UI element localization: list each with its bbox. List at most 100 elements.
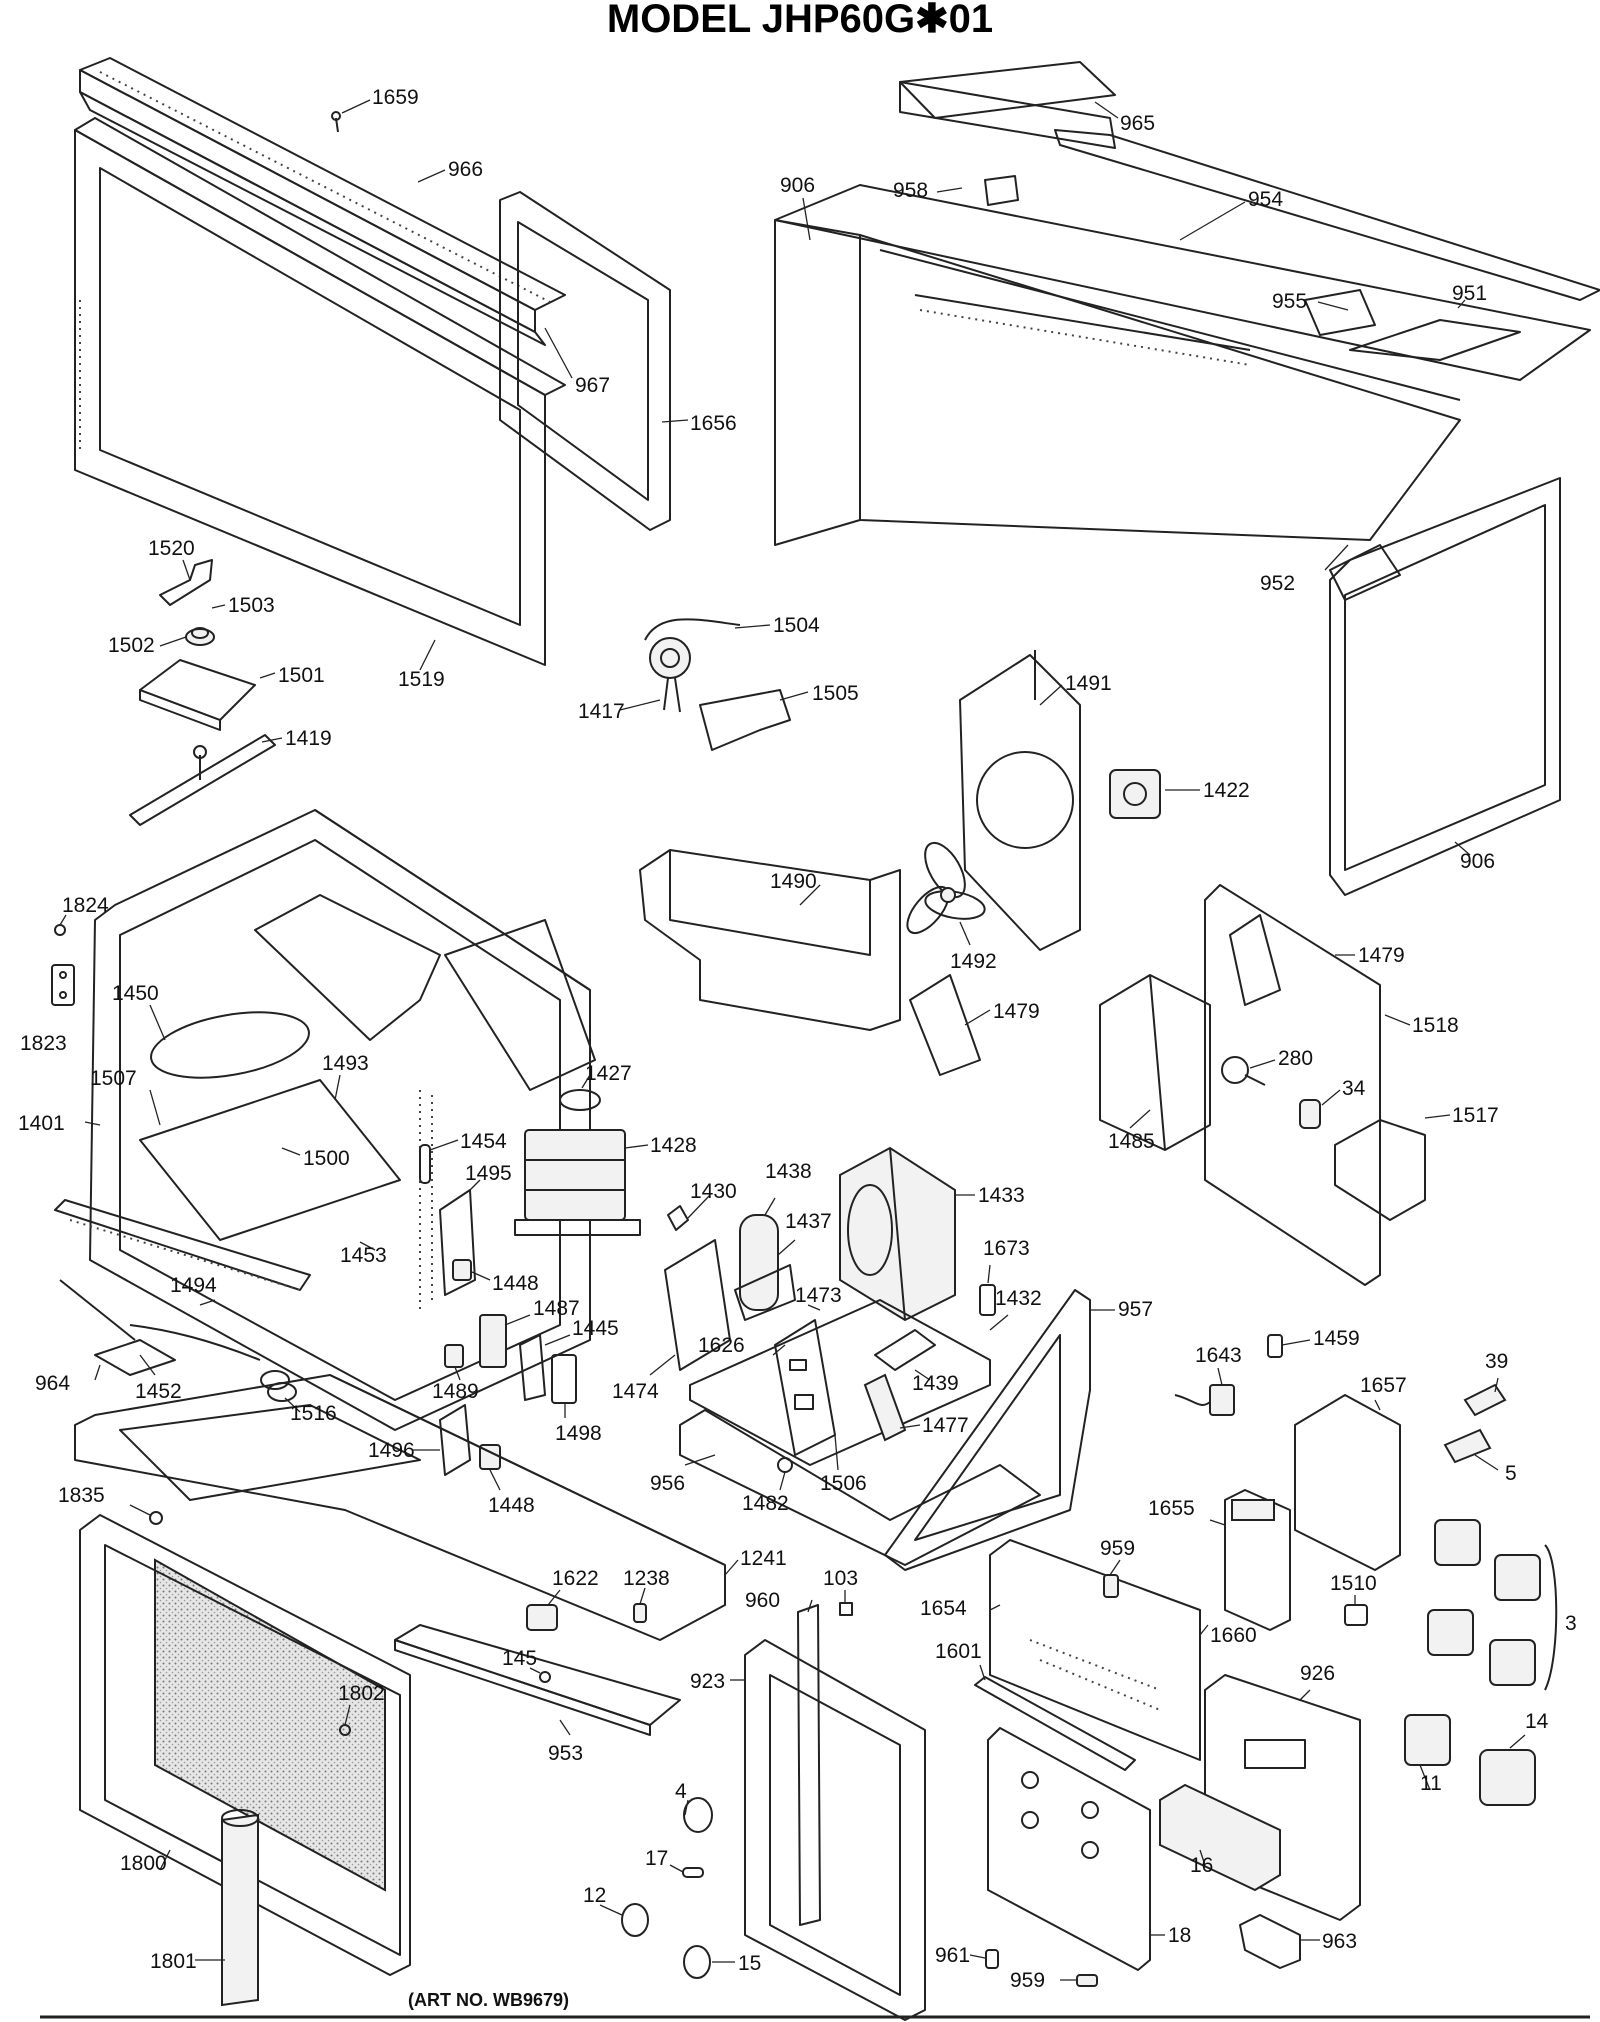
part-1498-bracket bbox=[551, 1354, 577, 1404]
callout-1459: 1459 bbox=[1313, 1327, 1360, 1350]
part-1518-lamp-panel bbox=[1204, 884, 1381, 1286]
callout-1654: 1654 bbox=[920, 1597, 967, 1620]
part-960-bracket bbox=[797, 1604, 821, 1926]
callout-1482: 1482 bbox=[742, 1492, 789, 1515]
callout-1673: 1673 bbox=[983, 1237, 1030, 1260]
part-4-knob bbox=[683, 1797, 713, 1833]
callout-1477: 1477 bbox=[922, 1414, 969, 1437]
callout-956: 956 bbox=[650, 1472, 685, 1495]
callout-1643: 1643 bbox=[1195, 1344, 1242, 1367]
callout-1800: 1800 bbox=[120, 1852, 167, 1875]
leader-lines bbox=[59, 99, 1526, 1981]
part-1438-capacitor bbox=[739, 1214, 779, 1311]
callout-103: 103 bbox=[823, 1567, 858, 1590]
part-1501-motor-plate bbox=[139, 659, 256, 731]
part-280-lamp bbox=[1221, 1056, 1266, 1086]
callout-1626: 1626 bbox=[698, 1334, 745, 1357]
callout-906-top: 906 bbox=[780, 174, 815, 197]
part-145-screw bbox=[539, 1671, 551, 1683]
callout-1430: 1430 bbox=[690, 1180, 737, 1203]
part-1474-bracket bbox=[664, 1239, 731, 1371]
part-1801-handle bbox=[221, 1809, 259, 2007]
part-1454-fuse bbox=[419, 1144, 431, 1184]
part-1459-clip bbox=[1267, 1334, 1283, 1358]
callout-953: 953 bbox=[548, 1742, 583, 1765]
part-39-switch bbox=[1463, 1383, 1507, 1417]
callout-34: 34 bbox=[1342, 1077, 1366, 1100]
part-1835-plug bbox=[149, 1511, 163, 1525]
part-964-latch bbox=[59, 1279, 176, 1376]
part-1490-duct bbox=[639, 849, 901, 1031]
part-1622-motor bbox=[526, 1604, 558, 1631]
callout-959-upper: 959 bbox=[1100, 1537, 1135, 1560]
callout-960: 960 bbox=[745, 1589, 780, 1612]
part-1433-transformer bbox=[839, 1146, 956, 1322]
callout-951: 951 bbox=[1452, 282, 1487, 305]
callout-1417: 1417 bbox=[578, 700, 625, 723]
part-1419-shaft-bracket bbox=[129, 734, 276, 826]
callout-3: 3 bbox=[1565, 1612, 1577, 1635]
part-16-relay-block bbox=[1159, 1783, 1281, 1892]
part-959-clip bbox=[1103, 1574, 1119, 1598]
part-1657-bracket bbox=[1294, 1394, 1401, 1571]
part-959-clip-lower bbox=[1076, 1974, 1098, 1987]
part-923-frame bbox=[744, 1639, 926, 2021]
callout-1479-upper: 1479 bbox=[1358, 944, 1405, 967]
callout-1437: 1437 bbox=[785, 1210, 832, 1233]
callout-954: 954 bbox=[1248, 188, 1283, 211]
callout-145: 145 bbox=[502, 1647, 537, 1670]
part-15-knob bbox=[683, 1945, 711, 1979]
part-1655-display bbox=[1224, 1489, 1291, 1631]
callout-964: 964 bbox=[35, 1372, 70, 1395]
part-1432-base-plate bbox=[689, 1299, 991, 1466]
callout-1655: 1655 bbox=[1148, 1497, 1195, 1520]
callout-1660: 1660 bbox=[1210, 1624, 1257, 1647]
part-906-right-side bbox=[1329, 477, 1561, 896]
part-961-clip bbox=[985, 1949, 999, 1969]
callout-1501: 1501 bbox=[278, 664, 325, 687]
callout-1601: 1601 bbox=[935, 1640, 982, 1663]
part-1437-bracket bbox=[734, 1264, 796, 1321]
callout-1489: 1489 bbox=[432, 1380, 479, 1403]
part-11-switch bbox=[1404, 1714, 1451, 1766]
callout-1241: 1241 bbox=[740, 1547, 787, 1570]
callout-1622: 1622 bbox=[552, 1567, 599, 1590]
part-1477-terminal-block bbox=[863, 1373, 907, 1442]
callout-1438: 1438 bbox=[765, 1160, 812, 1183]
callout-1498: 1498 bbox=[555, 1422, 602, 1445]
part-1445-lever bbox=[519, 1334, 546, 1401]
callout-15: 15 bbox=[738, 1952, 761, 1975]
part-953-tray bbox=[394, 1624, 681, 1736]
callout-965: 965 bbox=[1120, 112, 1155, 135]
callout-1422: 1422 bbox=[1203, 779, 1250, 802]
part-18-panel bbox=[987, 1727, 1151, 1971]
part-1502-coupler bbox=[185, 627, 215, 646]
callout-1656: 1656 bbox=[690, 412, 737, 435]
part-1494-control-strip bbox=[54, 1199, 311, 1291]
part-1519-front-frame bbox=[74, 117, 566, 666]
callout-1495: 1495 bbox=[465, 1162, 512, 1185]
part-1656-gasket bbox=[499, 191, 671, 531]
part-1452-cord bbox=[129, 1324, 261, 1361]
part-34-lamp-socket bbox=[1299, 1099, 1321, 1129]
part-1485-lamp-housing bbox=[1099, 974, 1211, 1151]
part-1601-strip bbox=[974, 1676, 1136, 1771]
callout-926: 926 bbox=[1300, 1662, 1335, 1685]
callout-1657: 1657 bbox=[1360, 1374, 1407, 1397]
callout-1487: 1487 bbox=[533, 1297, 580, 1320]
part-1428-magnetron bbox=[514, 1129, 641, 1236]
callout-16: 16 bbox=[1190, 1854, 1213, 1877]
callout-958: 958 bbox=[893, 179, 928, 202]
part-1496-interlock bbox=[439, 1404, 471, 1476]
callout-1801: 1801 bbox=[150, 1950, 197, 1973]
callout-1491: 1491 bbox=[1065, 672, 1112, 695]
part-965-cover bbox=[899, 61, 1116, 119]
callout-955: 955 bbox=[1272, 290, 1307, 313]
part-1491-fan-shroud bbox=[959, 650, 1081, 951]
part-14-switch bbox=[1479, 1749, 1536, 1806]
part-957-support bbox=[884, 1289, 1091, 1571]
callout-1516: 1516 bbox=[290, 1402, 337, 1425]
part-1487-switch bbox=[479, 1314, 507, 1368]
callout-1507: 1507 bbox=[90, 1067, 137, 1090]
callout-1433: 1433 bbox=[978, 1184, 1025, 1207]
